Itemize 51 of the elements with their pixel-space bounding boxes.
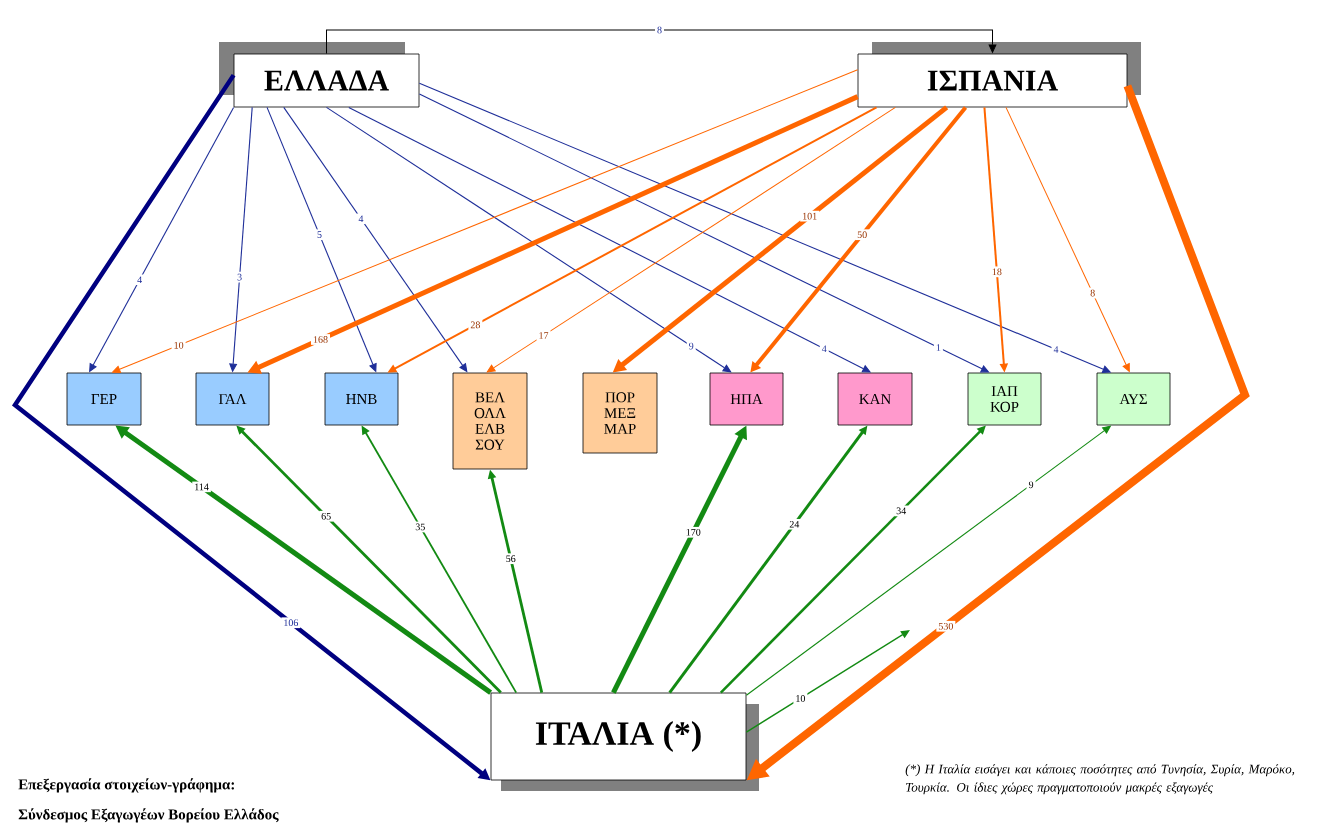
- edge-label: 5: [317, 231, 322, 238]
- edge-label: 18: [992, 268, 1002, 276]
- edge-label: 10: [796, 695, 806, 702]
- arrow: [283, 106, 468, 373]
- edge-label: 3: [237, 273, 242, 281]
- edge-label: 4: [821, 345, 827, 353]
- edge-label: 10: [174, 342, 184, 349]
- footnote: (*) Η Ιταλία εισάγει και κάποιες ποσότητες από Τυνησία, Συρία, Μαρόκο, Τουρκία. Οι ίδιες χώρες πραγματοποιούν μακρές εξαγωγές: [905, 764, 1295, 795]
- arrow: [745, 630, 910, 733]
- country-box: ΙΤΑΛΙΑ (*): [490, 692, 759, 791]
- edge-label: 28: [470, 321, 480, 329]
- region-box: ΠΟΡ ΜΕΞ ΜΑΡ: [582, 372, 658, 454]
- edge-label: 101: [803, 212, 817, 220]
- region-box: ΚΑΝ: [837, 372, 913, 426]
- region-box: ΙΑΠ ΚΟΡ: [967, 372, 1042, 426]
- arrow: [112, 69, 859, 373]
- edge-label: 8: [657, 26, 662, 34]
- edge-label: 106: [284, 619, 299, 627]
- region-box: ΗΝΒ: [324, 372, 399, 426]
- edge-label: 168: [313, 336, 328, 343]
- arrow: [418, 93, 990, 373]
- edge-label: 50: [857, 231, 867, 239]
- region-box: ΒΕΛ ΟΛΛ ΕΛΒ ΣΟΥ: [452, 372, 528, 470]
- edge-label: 8: [1090, 289, 1095, 297]
- edge-label: 4: [1053, 346, 1059, 353]
- arrow: [486, 106, 896, 373]
- region-box: ΗΠΑ: [709, 372, 784, 426]
- country-box: ΙΣΠΑΝΙΑ: [857, 42, 1141, 108]
- edge-label: 17: [539, 332, 549, 339]
- region-box: ΓΕΡ: [66, 372, 142, 426]
- edge-label: 4: [358, 215, 364, 223]
- edge-label: 56: [506, 555, 516, 563]
- edge-label: 114: [195, 483, 209, 491]
- edge-label: 170: [686, 528, 701, 536]
- country-box: ΕΛΛΑΔΑ: [219, 42, 420, 108]
- edge-label: 9: [1028, 481, 1034, 489]
- source-note: Επεξεργασία στοιχείων-γράφημα:: [18, 778, 234, 793]
- source-note: Σύνδεσμος Εξαγωγέων Βορείου Ελλάδος: [18, 808, 279, 823]
- edge-label: 4: [137, 276, 142, 284]
- edge-label: 65: [321, 512, 331, 520]
- edge-label: 35: [415, 523, 425, 531]
- arrow: [326, 29, 997, 55]
- region-box: ΑΥΣ: [1096, 372, 1171, 426]
- region-box: ΓΑΛ: [195, 372, 270, 426]
- arrow: [325, 106, 732, 373]
- arrow: [1005, 106, 1130, 372]
- edge-label: 9: [689, 342, 694, 350]
- edge-label: 1: [936, 344, 941, 351]
- edge-label: 34: [896, 507, 907, 515]
- edge-label: 530: [938, 622, 953, 630]
- edge-label: 24: [789, 520, 800, 528]
